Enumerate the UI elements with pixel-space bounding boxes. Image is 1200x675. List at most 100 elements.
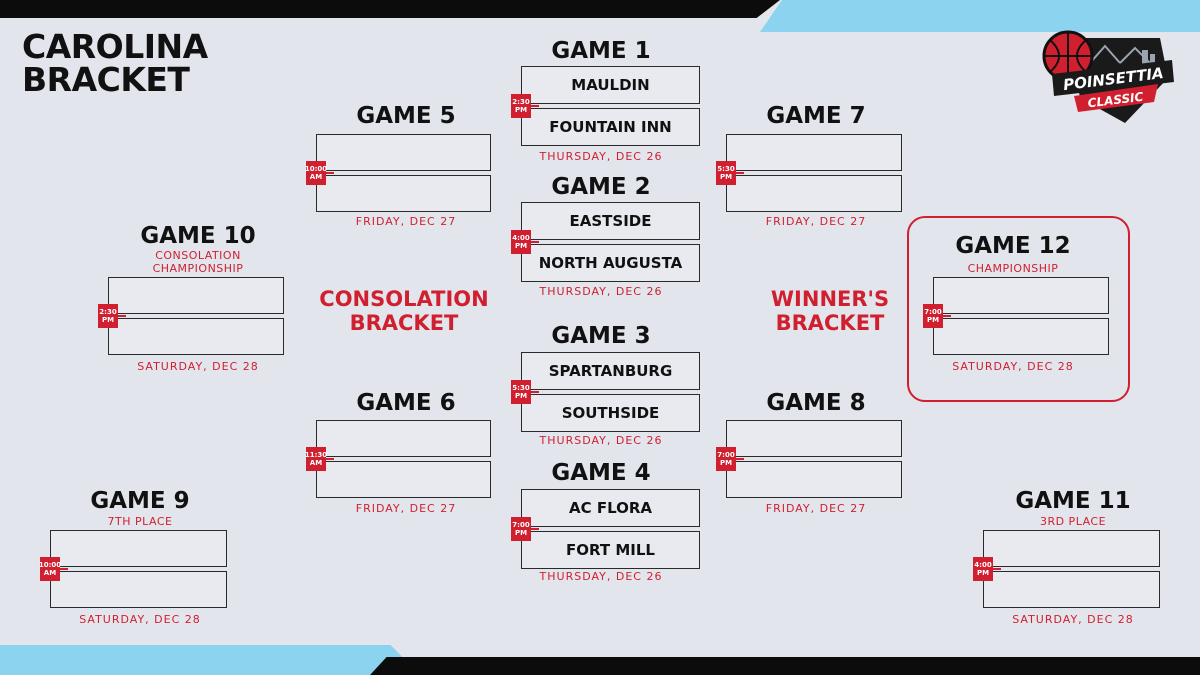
team-slot-bottom: [316, 175, 491, 212]
time-period: PM: [719, 459, 733, 467]
team-slot-bottom: [933, 318, 1109, 355]
game-12: GAME 12 CHAMPIONSHIP 7:00 PM SATURDAY, D…: [913, 233, 1113, 383]
team-slot-top: [316, 134, 491, 171]
team-slot-top: EASTSIDE: [521, 202, 700, 240]
championship-frame: [907, 216, 1130, 402]
team-slot-top: [726, 420, 902, 457]
game-date: FRIDAY, DEC 27: [765, 502, 867, 515]
time-value: 5:30: [512, 384, 530, 392]
top-black-stripe: [0, 0, 780, 18]
game-4: GAME 4 AC FLORA FORT MILL 7:00 PM THURSD…: [501, 460, 701, 590]
time-badge: 10:00 AM: [39, 557, 61, 581]
team-slot-bottom: [983, 571, 1160, 608]
game-date: THURSDAY, DEC 26: [539, 570, 663, 583]
game-date: SATURDAY, DEC 28: [1012, 613, 1134, 626]
time-badge: 7:00 PM: [716, 447, 736, 471]
time-badge: 2:30 PM: [511, 94, 531, 118]
team-slot-bottom: SOUTHSIDE: [521, 394, 700, 432]
time-period: PM: [719, 173, 733, 181]
top-blue-stripe: [760, 0, 1200, 32]
game-title: GAME 8: [766, 390, 866, 416]
winners-label-line1: WINNER'S: [770, 287, 890, 311]
time-value: 2:30: [512, 98, 530, 106]
time-value: 2:30: [99, 308, 117, 316]
game-subtitle: 7TH PLACE: [107, 515, 173, 528]
basketball-logo-icon: POINSETTIA CLASSIC: [1042, 30, 1174, 123]
team-slot-bottom: NORTH AUGUSTA: [521, 244, 700, 282]
team-slot-bottom: FORT MILL: [521, 531, 700, 569]
time-value: 7:00: [924, 308, 942, 316]
consolation-label-line1: CONSOLATION: [319, 287, 489, 311]
time-badge: 7:00 PM: [923, 304, 943, 328]
team-slot-top: [50, 530, 227, 567]
page-title-line2: BRACKET: [22, 60, 190, 99]
team-slot-bottom: [108, 318, 284, 355]
game-title: GAME 9: [90, 488, 190, 514]
team-slot-bottom: [726, 175, 902, 212]
game-subtitle-line2: CHAMPIONSHIP: [152, 262, 244, 275]
game-7: GAME 7 5:30 PM FRIDAY, DEC 27: [706, 103, 906, 233]
team-slot-bottom: FOUNTAIN INN: [521, 108, 700, 146]
game-title: GAME 7: [766, 103, 866, 129]
game-date: SATURDAY, DEC 28: [952, 360, 1074, 373]
time-badge: 5:30 PM: [511, 380, 531, 404]
poinsettia-classic-logo: POINSETTIA CLASSIC: [1030, 18, 1180, 128]
game-date: FRIDAY, DEC 27: [355, 215, 457, 228]
game-subtitle: 3RD PLACE: [1039, 515, 1107, 528]
time-badge: 7:00 PM: [511, 517, 531, 541]
time-value: 10:00: [304, 165, 328, 173]
game-11: GAME 11 3RD PLACE 4:00 PM SATURDAY, DEC …: [963, 488, 1163, 638]
time-badge: 5:30 PM: [716, 161, 736, 185]
time-badge: 10:00 AM: [304, 161, 328, 185]
game-subtitle: CHAMPIONSHIP: [967, 262, 1059, 275]
bottom-blue-stripe: [0, 645, 420, 675]
time-period: AM: [309, 173, 323, 181]
time-period: PM: [514, 242, 528, 250]
time-badge: 11:30 AM: [304, 447, 328, 471]
time-period: AM: [309, 459, 323, 467]
team-slot-bottom: [50, 571, 227, 608]
game-date: SATURDAY, DEC 28: [137, 360, 259, 373]
time-period: AM: [43, 569, 57, 577]
game-date: THURSDAY, DEC 26: [539, 150, 663, 163]
team-slot-top: [316, 420, 491, 457]
page-title-line1: CAROLINA: [22, 27, 208, 66]
time-period: PM: [926, 316, 940, 324]
time-value: 11:30: [304, 451, 328, 459]
game-3: GAME 3 SPARTANBURG SOUTHSIDE 5:30 PM THU…: [501, 323, 701, 453]
team-slot-bottom: [316, 461, 491, 498]
winners-bracket-label: WINNER'S BRACKET: [732, 287, 928, 335]
game-5: GAME 5 10:00 AM FRIDAY, DEC 27: [296, 103, 496, 233]
game-subtitle-line1: CONSOLATION: [155, 249, 241, 262]
time-period: PM: [976, 569, 990, 577]
team-slot-top: [108, 277, 284, 314]
time-badge: 4:00 PM: [973, 557, 993, 581]
game-title: GAME 2: [551, 174, 651, 200]
game-6: GAME 6 11:30 AM FRIDAY, DEC 27: [296, 390, 496, 520]
game-title: GAME 10: [140, 223, 256, 249]
time-value: 4:00: [512, 234, 530, 242]
team-slot-bottom: [726, 461, 902, 498]
consolation-label-line2: BRACKET: [349, 311, 459, 335]
winners-label-line2: BRACKET: [775, 311, 885, 335]
team-slot-top: SPARTANBURG: [521, 352, 700, 390]
bottom-black-stripe: [370, 657, 1200, 675]
time-value: 5:30: [717, 165, 735, 173]
logo-text-classic: CLASSIC: [1087, 90, 1144, 111]
game-date: SATURDAY, DEC 28: [79, 613, 201, 626]
game-9: GAME 9 7TH PLACE 10:00 AM SATURDAY, DEC …: [30, 488, 230, 638]
time-period: PM: [514, 529, 528, 537]
team-slot-top: MAULDIN: [521, 66, 700, 104]
game-date: FRIDAY, DEC 27: [355, 502, 457, 515]
time-period: PM: [514, 106, 528, 114]
game-date: FRIDAY, DEC 27: [765, 215, 867, 228]
game-title: GAME 1: [551, 38, 651, 64]
game-1: GAME 1 MAULDIN FOUNTAIN INN 2:30 PM THUR…: [501, 38, 701, 168]
game-title: GAME 4: [551, 460, 651, 486]
time-badge: 2:30 PM: [98, 304, 118, 328]
time-value: 7:00: [512, 521, 530, 529]
team-slot-top: AC FLORA: [521, 489, 700, 527]
time-badge: 4:00 PM: [511, 230, 531, 254]
team-slot-top: [983, 530, 1160, 567]
game-title: GAME 3: [551, 323, 651, 349]
